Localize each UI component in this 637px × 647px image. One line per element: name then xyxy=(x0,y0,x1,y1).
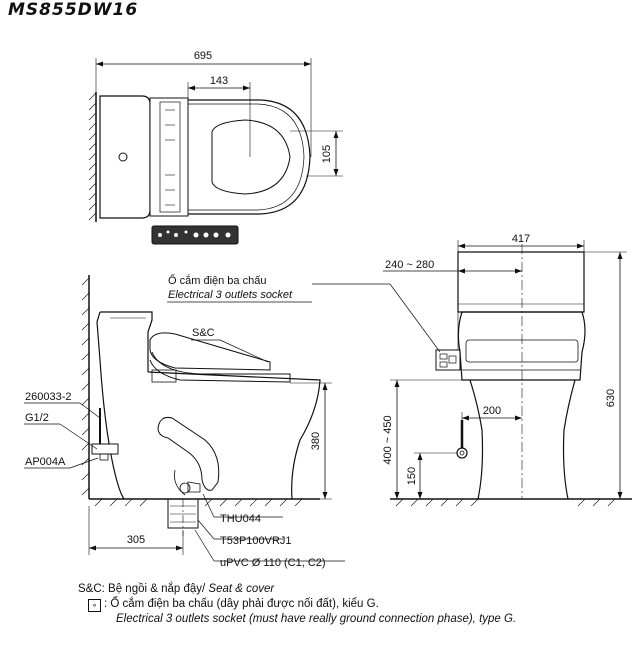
front-view xyxy=(312,240,632,507)
socket-label-en: Electrical 3 outlets socket xyxy=(168,289,293,301)
model-title: MS855DW16 xyxy=(8,0,139,20)
dim-417-label: 417 xyxy=(512,233,530,245)
legend-sc-text: S&C: Bệ ngồi & nắp đậy/ xyxy=(78,583,209,595)
legend-socket-vi: : Ổ cắm điện ba chấu (dây phải được nối … xyxy=(104,598,379,610)
part-upvc-label: uPVC Ø 110 (C1, C2) xyxy=(220,557,326,569)
side-view xyxy=(24,275,345,562)
part-ap004a-label: AP004A xyxy=(25,456,66,468)
legend-socket-en: Electrical 3 outlets socket (must have r… xyxy=(116,613,517,625)
part-t53p100vrj1-label: T53P100VRJ1 xyxy=(220,535,292,547)
sc-label: S&C xyxy=(192,327,215,339)
socket-label-vi: Ổ cắm điện ba chấu xyxy=(168,274,266,287)
dim-400-450-label: 400 ~ 450 xyxy=(382,415,394,464)
dim-200-label: 200 xyxy=(483,405,501,417)
part-g12-label: G1/2 xyxy=(25,412,49,424)
dim-150-label: 150 xyxy=(406,467,418,485)
dim-240-280-label: 240 ~ 280 xyxy=(385,259,434,271)
dim-695-label: 695 xyxy=(194,50,212,62)
dim-630-label: 630 xyxy=(605,389,617,407)
dim-143-label: 143 xyxy=(210,75,228,87)
legend-sc-row: S&C: Bệ ngồi & nắp đậy/ Seat & cover xyxy=(78,582,516,597)
part-260033-label: 260033-2 xyxy=(25,391,72,403)
legend-socket-row: ⚬: Ổ cắm điện ba chấu (dây phải được nối… xyxy=(78,597,516,612)
legend: S&C: Bệ ngồi & nắp đậy/ Seat & cover ⚬: … xyxy=(78,582,516,627)
socket-icon: ⚬ xyxy=(88,599,101,612)
dim-305-label: 305 xyxy=(127,534,145,546)
dim-105-label: 105 xyxy=(321,145,333,163)
legend-sc-italic: Seat & cover xyxy=(208,583,275,595)
part-thu044-label: THU044 xyxy=(220,513,261,525)
top-view xyxy=(88,58,343,245)
legend-socket-en-row: Electrical 3 outlets socket (must have r… xyxy=(78,612,516,627)
dim-380-label: 380 xyxy=(310,432,322,450)
